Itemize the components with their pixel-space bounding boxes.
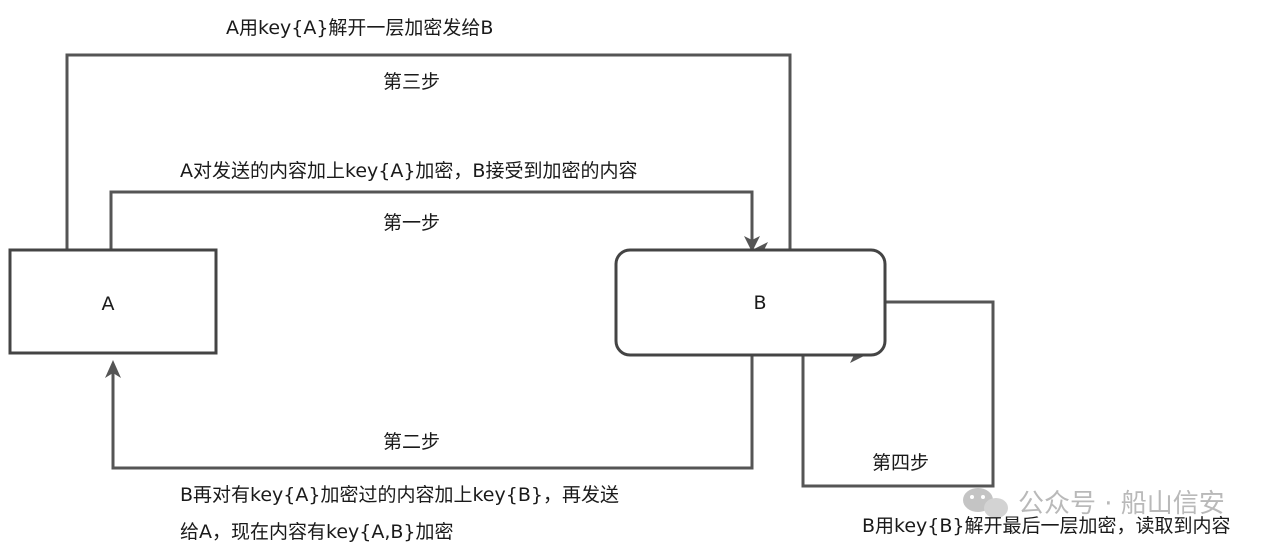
arrowhead-step2 [105, 360, 121, 378]
edge-step1 [109, 190, 754, 250]
edge-step2 [111, 355, 754, 470]
step3-description: A用key{A}解开一层加密发给B [226, 17, 493, 39]
step3-title: 第三步 [383, 71, 440, 93]
step2-description-line1: B再对有key{A}加密过的内容加上key{B}，再发送 [180, 484, 619, 506]
step4-title: 第四步 [872, 452, 929, 474]
arrowhead-step1 [744, 236, 760, 252]
step1-description: A对发送的内容加上key{A}加密，B接受到加密的内容 [180, 160, 637, 182]
step1-title: 第一步 [383, 212, 440, 234]
wechat-icon [963, 488, 1008, 518]
node-b-label: B [753, 292, 766, 314]
step4-description: B用key{B}解开最后一层加密，读取到内容 [862, 515, 1231, 537]
step2-title: 第二步 [383, 431, 440, 453]
node-b [614, 248, 887, 357]
node-a-label: A [102, 293, 115, 315]
watermark-text: 公众号 · 船山信安 [1018, 489, 1225, 519]
step2-description-line2: 给A，现在内容有key{A,B}加密 [180, 521, 454, 543]
node-a [8, 248, 218, 355]
